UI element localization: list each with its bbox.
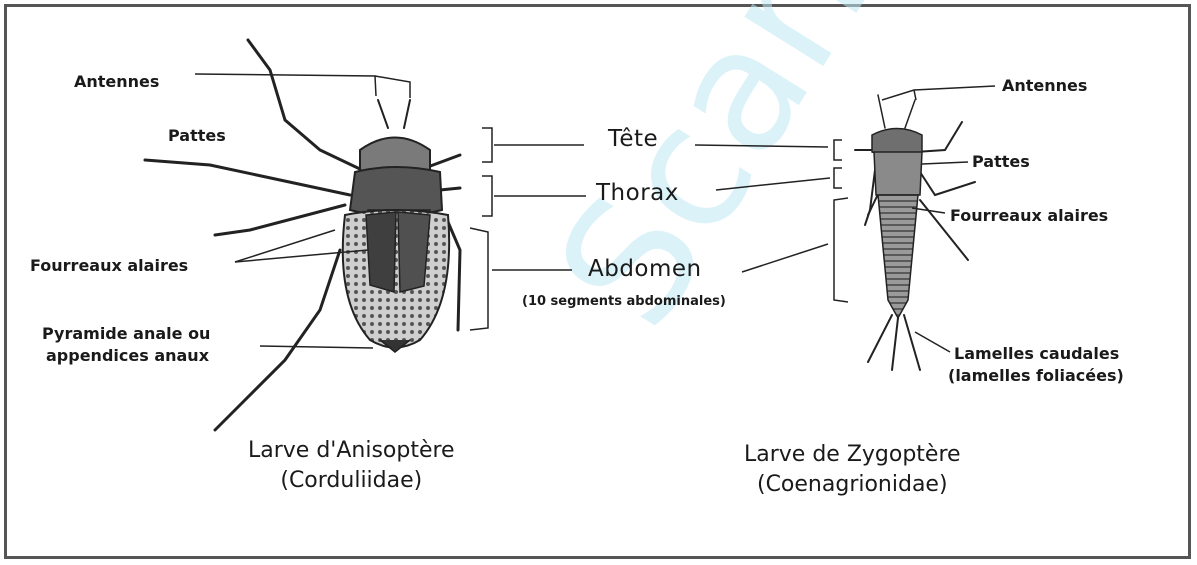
left-caption-line-1: Larve d'Anisoptère — [248, 436, 455, 466]
zygoptera-larva — [855, 95, 975, 370]
left-pattes-label: Pattes — [168, 126, 226, 145]
right-fourreaux-label: Fourreaux alaires — [950, 206, 1108, 225]
right-caption: Larve de Zygoptère (Coenagrionidae) — [744, 440, 961, 500]
right-lamelles-label-2: (lamelles foliacées) — [948, 366, 1124, 385]
right-pattes-label: Pattes — [972, 152, 1030, 171]
abdomen-note-label: (10 segments abdominales) — [522, 294, 726, 309]
right-caption-line-1: Larve de Zygoptère — [744, 440, 961, 470]
right-antennes-label: Antennes — [1002, 76, 1087, 95]
abdomen-label: Abdomen — [588, 256, 702, 282]
left-caption: Larve d'Anisoptère (Corduliidae) — [248, 436, 455, 496]
left-fourreaux-label: Fourreaux alaires — [30, 256, 188, 275]
left-caption-line-2: (Corduliidae) — [248, 466, 455, 496]
anisoptera-larva — [145, 40, 460, 430]
left-pyramide-label-2: appendices anaux — [46, 346, 209, 365]
left-pyramide-label-1: Pyramide anale ou — [42, 324, 210, 343]
thorax-label: Thorax — [596, 180, 679, 206]
tete-label: Tête — [608, 126, 658, 152]
right-caption-line-2: (Coenagrionidae) — [744, 470, 961, 500]
right-lamelles-label-1: Lamelles caudales — [954, 344, 1119, 363]
left-antennes-label: Antennes — [74, 72, 159, 91]
